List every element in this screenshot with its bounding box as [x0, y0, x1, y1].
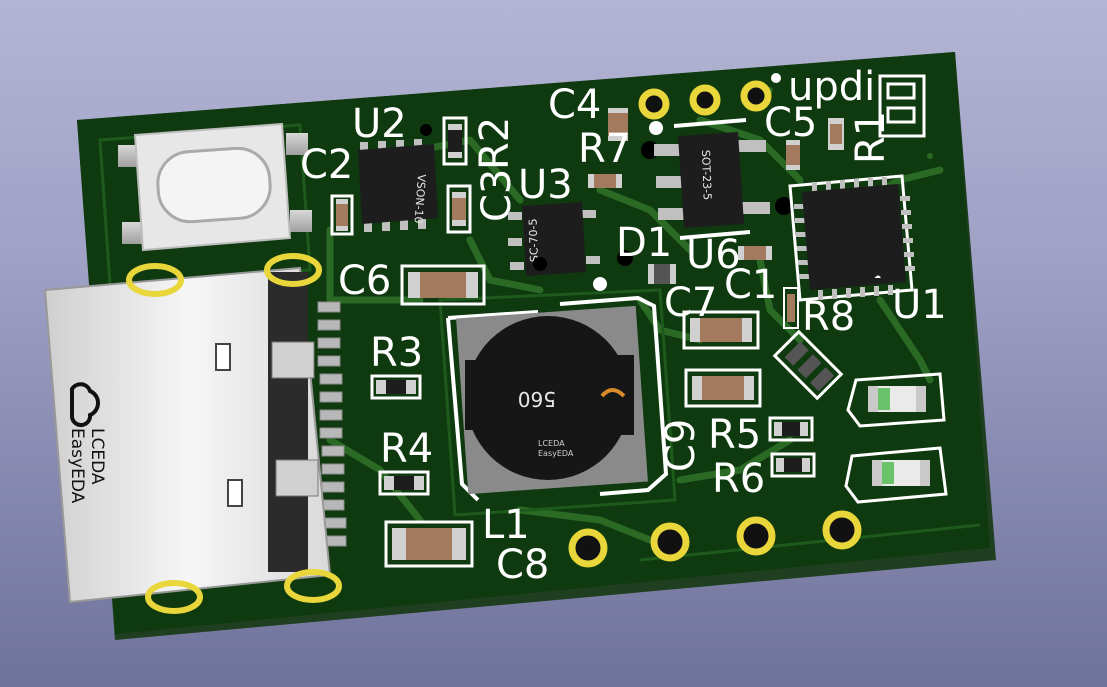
resistor-r1[interactable]: [828, 118, 844, 150]
pin1-marker: [771, 73, 781, 83]
cloud-logo-icon: [70, 382, 100, 427]
switch-button[interactable]: [156, 146, 273, 224]
label-u2: U2: [352, 101, 407, 147]
ic-u6[interactable]: SOT-23-5: [654, 118, 770, 240]
ic-u3-marking: SC-70-5: [526, 218, 541, 262]
capacitor-c6[interactable]: [400, 264, 486, 306]
label-l1: L1: [482, 502, 530, 548]
label-c1: C1: [724, 262, 777, 308]
label-r2: R2: [472, 117, 518, 170]
resistor-r6[interactable]: [770, 452, 816, 478]
capacitor-c1[interactable]: [738, 246, 772, 260]
diode-d1[interactable]: [648, 264, 676, 284]
capacitor-c4[interactable]: [608, 108, 628, 141]
capacitor-c9[interactable]: [684, 368, 762, 408]
usb-shield-pad: [284, 569, 342, 603]
capacitor-c3[interactable]: [446, 184, 472, 234]
capacitor-c5[interactable]: [786, 140, 800, 170]
label-r3: R3: [370, 330, 423, 376]
label-r8: R8: [802, 294, 855, 340]
label-c6: C6: [338, 258, 391, 304]
jumper-footprint: [878, 74, 926, 138]
led-1[interactable]: [846, 372, 946, 428]
resistor-r3[interactable]: [370, 374, 422, 400]
label-c2: C2: [300, 142, 353, 188]
resistor-r2[interactable]: [442, 116, 468, 166]
ic-u1-logo: ☁: [874, 272, 881, 280]
label-u3: U3: [518, 162, 573, 208]
updi-header[interactable]: [638, 80, 772, 120]
ic-u2[interactable]: VSON-10: [358, 124, 438, 232]
pin1-marker: [649, 121, 663, 135]
usb-c-connector[interactable]: LCEDA EasyEDA: [43, 253, 347, 614]
label-updi: updi: [788, 64, 875, 110]
label-r5: R5: [708, 412, 761, 458]
label-c4: C4: [548, 82, 601, 128]
usb-shield-pad: [145, 580, 203, 614]
bottom-header[interactable]: [568, 510, 862, 568]
label-u1: U1: [892, 282, 947, 328]
capacitor-c2[interactable]: [330, 194, 354, 236]
resistor-r8[interactable]: [783, 287, 799, 329]
ic-u1[interactable]: ☁: [788, 174, 915, 302]
label-c5: C5: [764, 100, 817, 146]
capacitor-c7[interactable]: [682, 310, 760, 350]
resistor-r4[interactable]: [378, 470, 430, 496]
inductor-l1[interactable]: 560 LCEDA EasyEDA: [446, 295, 669, 502]
label-u6: U6: [686, 232, 741, 278]
inductor-logo-line1: LCEDA: [538, 439, 565, 448]
label-c8: C8: [496, 542, 549, 588]
pin1-marker: [593, 277, 607, 291]
inductor-marking: 560: [518, 387, 556, 411]
label-r6: R6: [712, 456, 765, 502]
resistor-array[interactable]: [772, 329, 844, 401]
logo-text-line2: EasyEDA: [67, 428, 87, 504]
led-2[interactable]: [844, 446, 948, 504]
ic-u2-marking: VSON-10: [412, 174, 428, 224]
inductor-logo-line2: EasyEDA: [538, 449, 574, 458]
label-d1: D1: [616, 220, 672, 266]
logo-text-line1: LCEDA: [87, 428, 107, 485]
resistor-r7[interactable]: [588, 174, 622, 188]
label-r7: R7: [578, 126, 631, 172]
ic-u6-marking: SOT-23-5: [699, 150, 714, 201]
label-r4: R4: [380, 426, 433, 472]
capacitor-c8[interactable]: [384, 520, 474, 568]
tactile-switch[interactable]: [118, 122, 312, 252]
usb-shield-pad: [126, 263, 184, 297]
usb-shield-pad: [264, 253, 322, 287]
resistor-r5[interactable]: [768, 416, 814, 442]
